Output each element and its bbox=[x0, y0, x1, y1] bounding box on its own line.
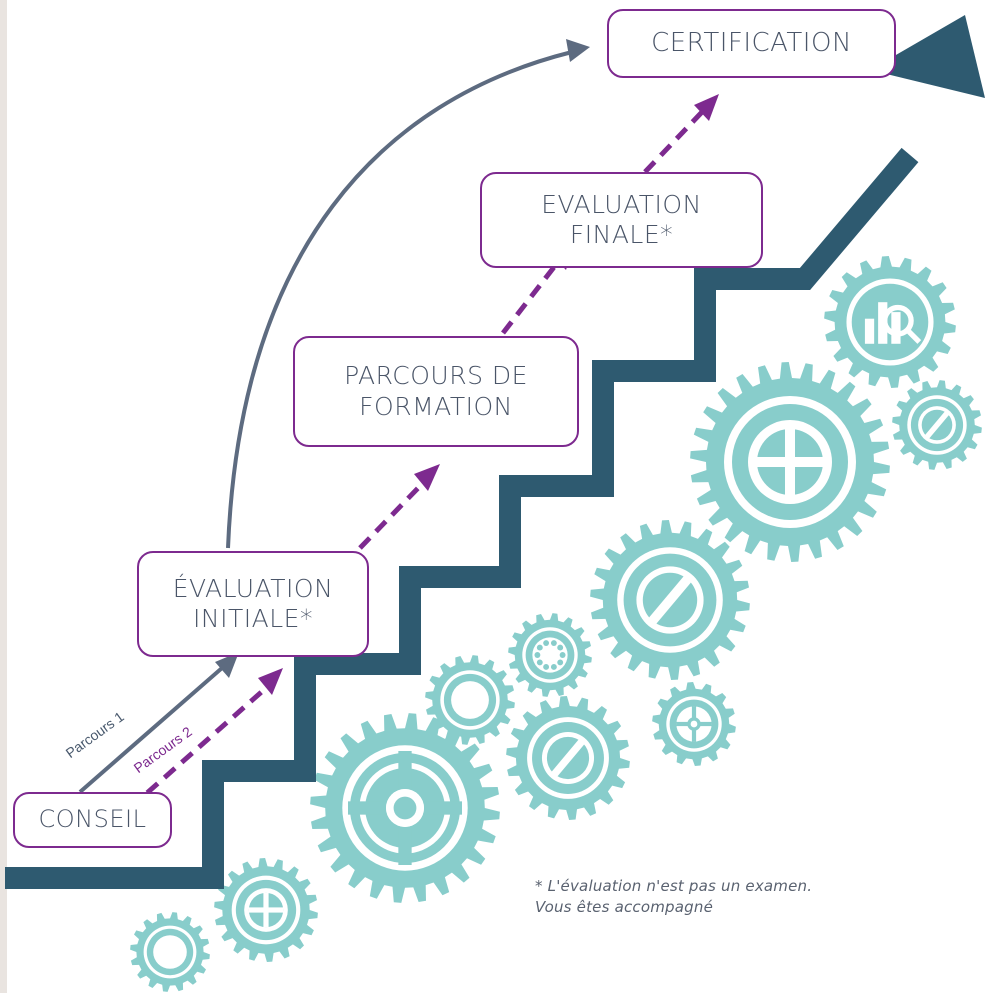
left-border-strip bbox=[0, 0, 7, 993]
gear-icon bbox=[310, 713, 500, 903]
dashed-arrow-to-eval-finale bbox=[501, 260, 560, 335]
step-parcours-de-formation: PARCOURS DE FORMATION bbox=[293, 336, 579, 447]
gear-icon bbox=[508, 613, 592, 697]
staircase-line bbox=[5, 147, 919, 889]
parcours2-arrowhead bbox=[258, 668, 283, 695]
gear-icon bbox=[425, 655, 515, 745]
bar-chart-magnifier-icon bbox=[824, 256, 956, 388]
step-conseil-label: CONSEIL bbox=[38, 805, 147, 834]
parcours2-arrow bbox=[128, 686, 268, 810]
step-parcours-line2: FORMATION bbox=[359, 391, 513, 421]
staircase-arrowhead bbox=[870, 15, 985, 98]
dashed-arrowhead-parcours bbox=[414, 464, 440, 491]
gears-group bbox=[130, 256, 982, 992]
plus-gear-icon bbox=[690, 362, 890, 562]
slash-gear-icon bbox=[590, 520, 750, 680]
step-eval-init-line1: ÉVALUATION bbox=[172, 573, 334, 603]
gear-icon bbox=[652, 682, 736, 766]
slash-gear-icon bbox=[506, 696, 630, 820]
dashed-arrow-to-parcours bbox=[358, 482, 424, 550]
arc-arrowhead bbox=[566, 39, 590, 62]
footnote-line2: Vous êtes accompagné bbox=[535, 898, 714, 916]
step-certification-label: CERTIFICATION bbox=[651, 27, 852, 58]
step-evaluation-initiale: ÉVALUATION INITIALE* bbox=[137, 551, 369, 657]
dashed-arrow-to-certification bbox=[643, 110, 704, 174]
step-eval-init-line2: INITIALE* bbox=[193, 604, 313, 633]
parcours1-arc bbox=[226, 50, 573, 549]
step-certification: CERTIFICATION bbox=[607, 9, 896, 78]
step-conseil: CONSEIL bbox=[13, 792, 172, 848]
step-eval-fin-line1: EVALUATION bbox=[541, 189, 702, 219]
dashed-arrowhead-certification bbox=[694, 94, 719, 121]
parcours1-arrow bbox=[78, 666, 224, 794]
step-eval-fin-line2: FINALE* bbox=[569, 220, 674, 249]
gear-icon bbox=[130, 912, 210, 992]
step-evaluation-finale: EVALUATION FINALE* bbox=[480, 172, 763, 268]
footnote-line1: * L'évaluation n'est pas un examen. bbox=[535, 877, 813, 895]
parcours1-arrowhead bbox=[215, 652, 239, 678]
plus-gear-icon bbox=[214, 858, 318, 962]
footnote: * L'évaluation n'est pas un examen. Vous… bbox=[535, 876, 812, 918]
step-parcours-line1: PARCOURS DE bbox=[344, 361, 528, 390]
slash-gear-icon bbox=[892, 380, 982, 470]
